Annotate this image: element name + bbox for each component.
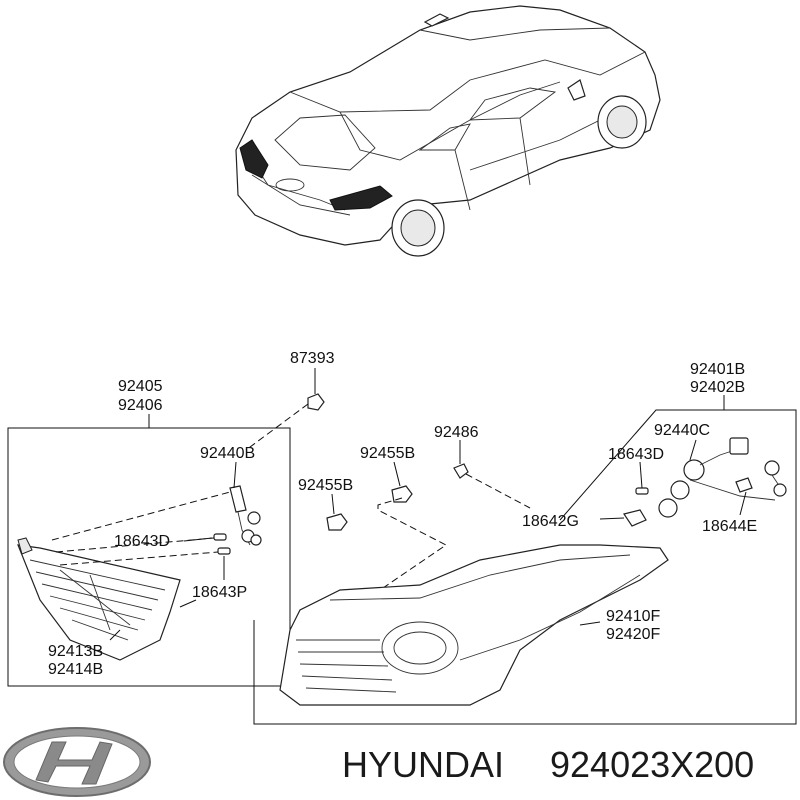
inner-lamp-housing bbox=[17, 544, 181, 661]
callout-92455B-lower: 92455B bbox=[298, 477, 353, 494]
callout-92401B: 92401B bbox=[690, 361, 745, 378]
callout-92402B: 92402B bbox=[690, 379, 745, 396]
callout-92406: 92406 bbox=[118, 397, 163, 414]
callout-92405: 92405 bbox=[118, 378, 163, 395]
callout-92440C: 92440C bbox=[654, 422, 710, 439]
callout-92420F: 92420F bbox=[606, 626, 660, 643]
callout-87393: 87393 bbox=[290, 350, 335, 367]
callout-18643D-left: 18643D bbox=[114, 533, 170, 550]
brand-logo bbox=[3, 727, 151, 797]
car-illustration bbox=[235, 5, 661, 257]
socket-92455B bbox=[326, 461, 447, 591]
brand-name: HYUNDAI bbox=[342, 744, 504, 785]
part-number: 924023X200 bbox=[550, 744, 754, 785]
callout-92413B: 92413B bbox=[48, 643, 103, 660]
callout-18643P: 18643P bbox=[192, 584, 247, 601]
callout-labels: 87393 92405 92406 92401B 92402B 92440B 9… bbox=[48, 350, 757, 678]
clip-87393 bbox=[245, 368, 325, 451]
callout-18642G: 18642G bbox=[522, 513, 579, 530]
callout-18644E: 18644E bbox=[702, 518, 757, 535]
outer-lamp-housing bbox=[279, 544, 669, 706]
callout-18643D-right: 18643D bbox=[608, 446, 664, 463]
callout-92486: 92486 bbox=[434, 424, 479, 441]
callout-92414B: 92414B bbox=[48, 661, 103, 678]
callout-92440B: 92440B bbox=[200, 445, 255, 462]
callout-92455B-upper: 92455B bbox=[360, 445, 415, 462]
screw-92486 bbox=[453, 440, 531, 509]
callout-92410F: 92410F bbox=[606, 608, 660, 625]
outer-lamp-group bbox=[253, 395, 797, 725]
inner-lamp-group bbox=[7, 414, 291, 687]
